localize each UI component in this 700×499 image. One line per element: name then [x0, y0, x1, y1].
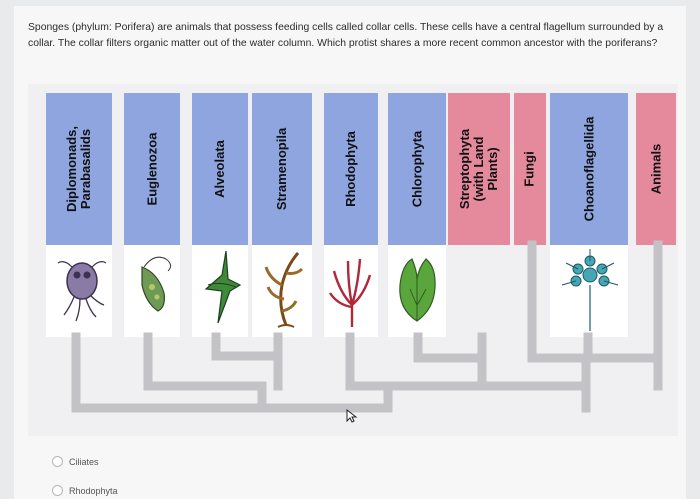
question-page: Sponges (phylum: Porifera) are animals t…	[14, 6, 686, 499]
green-algae-icon	[388, 245, 446, 337]
red-algae-icon	[324, 245, 378, 337]
group-header-stramenopila: Stramenopila	[252, 93, 312, 245]
radio-button[interactable]	[52, 485, 63, 496]
answer-option-rhodophyta[interactable]: Rhodophyta	[52, 485, 118, 496]
tree-branches	[71, 240, 663, 413]
question-text: Sponges (phylum: Porifera) are animals t…	[28, 22, 664, 49]
answer-option-ciliates[interactable]: Ciliates	[52, 456, 99, 467]
answer-option-label: Ciliates	[69, 456, 99, 467]
diplomonad-cell-icon	[46, 245, 112, 337]
group-header-animals: Animals	[636, 93, 676, 245]
phylogenetic-tree-figure: Diplomonads, Parabasalids Euglenozoa Alv…	[28, 84, 678, 436]
group-header-choanoflagellida: Choanoflagellida	[550, 93, 628, 245]
group-header-streptophyta: Streptophyta (with Land Plants)	[448, 93, 510, 245]
mouse-cursor-icon	[346, 409, 358, 423]
choanoflagellate-colony-icon	[550, 245, 628, 337]
group-header-fungi: Fungi	[514, 93, 546, 245]
group-header-euglenozoa: Euglenozoa	[124, 93, 180, 245]
group-header-chlorophyta: Chlorophyta	[388, 93, 446, 245]
euglena-cell-icon	[124, 245, 180, 337]
group-header-diplomonads: Diplomonads, Parabasalids	[46, 93, 112, 245]
group-header-alveolata: Alveolata	[192, 93, 248, 245]
dinoflagellate-icon	[192, 245, 248, 337]
brown-algae-icon	[252, 245, 312, 337]
answer-option-label: Rhodophyta	[69, 485, 118, 496]
group-header-rhodophyta: Rhodophyta	[324, 93, 378, 245]
radio-button[interactable]	[52, 456, 63, 467]
